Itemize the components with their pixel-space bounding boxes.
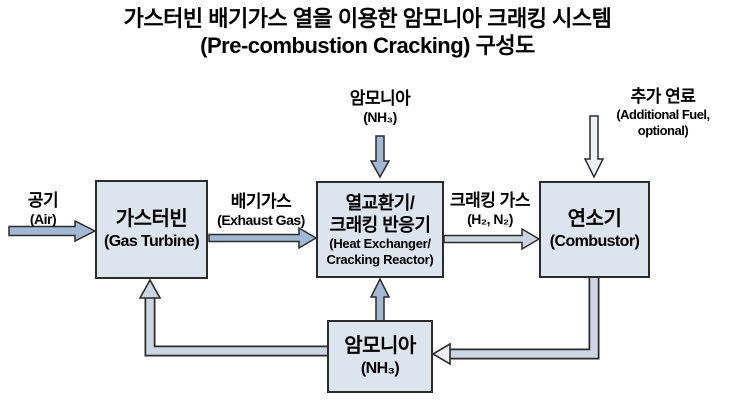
combustor-to-ammonia-pipe-fill xyxy=(450,278,598,358)
ammonia-supply-label-en: (NH₃) xyxy=(360,360,400,377)
gas-turbine-box: 가스터빈 (Gas Turbine) xyxy=(95,180,208,279)
additional-fuel-label-ko: 추가 연료 xyxy=(630,87,696,106)
exhaust-gas-label-en: (Exhaust Gas) xyxy=(217,212,305,228)
combustor-label-ko: 연소기 xyxy=(567,208,622,230)
air-flow-arrow-icon xyxy=(8,219,97,243)
heat-exchanger-label-ko-2: 크래킹 반응기 xyxy=(329,214,431,235)
heat-exchanger-label-ko-1: 열교환기/ xyxy=(345,192,415,213)
ammonia-to-turbine-pipe xyxy=(144,297,329,357)
ammonia-to-turbine-pipe-fill xyxy=(146,297,329,355)
additional-fuel-label-en-2: optional) xyxy=(637,123,689,138)
combustor-label-en: (Combustor) xyxy=(549,233,640,250)
cracked-gas-label-ko: 크래킹 가스 xyxy=(450,191,530,210)
heat-exchanger-label-en-2: Cracking Reactor) xyxy=(326,251,434,267)
heat-exchanger-label-en-1: (Heat Exchanger/ xyxy=(329,235,431,251)
ammonia-supply-label-ko: 암모니아 xyxy=(344,335,416,357)
heat-exchanger-cracking-reactor-box: 열교환기/ 크래킹 반응기 (Heat Exchanger/ Cracking … xyxy=(316,181,444,278)
cracked-gas-arrow-icon xyxy=(443,227,541,251)
exhaust-gas-flow-label: 배기가스 (Exhaust Gas) xyxy=(203,191,319,229)
ammonia-feed-label-ko: 암모니아 xyxy=(349,89,411,108)
combustor-to-ammonia-pipe xyxy=(450,278,600,360)
exhaust-gas-arrow-icon xyxy=(208,226,318,250)
ammonia-supply-box: 암모니아 (NH₃) xyxy=(327,320,433,393)
air-flow-label: 공기 (Air) xyxy=(0,190,86,228)
ammonia-to-reactor-arrow-icon xyxy=(369,277,391,323)
air-label-ko: 공기 xyxy=(27,191,59,210)
ammonia-feed-flow-label: 암모니아 (NH₃) xyxy=(318,88,442,126)
combustor-box: 연소기 (Combustor) xyxy=(539,181,650,278)
cracked-gas-flow-label: 크래킹 가스 (H₂, N₂) xyxy=(438,190,542,228)
ammonia-to-turbine-arrowhead-icon xyxy=(138,278,162,299)
cracked-gas-label-en: (H₂, N₂) xyxy=(467,211,513,227)
ammonia-feed-label-en: (NH₃) xyxy=(363,109,397,125)
additional-fuel-flow-label: 추가 연료 (Additional Fuel, optional) xyxy=(589,86,735,139)
additional-fuel-label-en-1: (Additional Fuel, xyxy=(616,107,710,122)
gas-turbine-label-ko: 가스터빈 xyxy=(115,208,188,230)
gas-turbine-label-en: (Gas Turbine) xyxy=(103,233,200,250)
additional-fuel-arrow-icon xyxy=(583,115,605,179)
title-line-1: 가스터빈 배기가스 열을 이용한 암모니아 크래킹 시스템 xyxy=(123,6,612,31)
diagram-title: 가스터빈 배기가스 열을 이용한 암모니아 크래킹 시스템 (Pre-combu… xyxy=(0,5,735,59)
exhaust-gas-label-ko: 배기가스 xyxy=(230,192,292,211)
ammonia-feed-arrow-icon xyxy=(369,135,391,179)
title-line-2: (Pre-combustion Cracking) 구성도 xyxy=(200,33,535,58)
air-label-en: (Air) xyxy=(29,211,57,227)
combustor-to-ammonia-arrowhead-icon xyxy=(431,342,451,366)
